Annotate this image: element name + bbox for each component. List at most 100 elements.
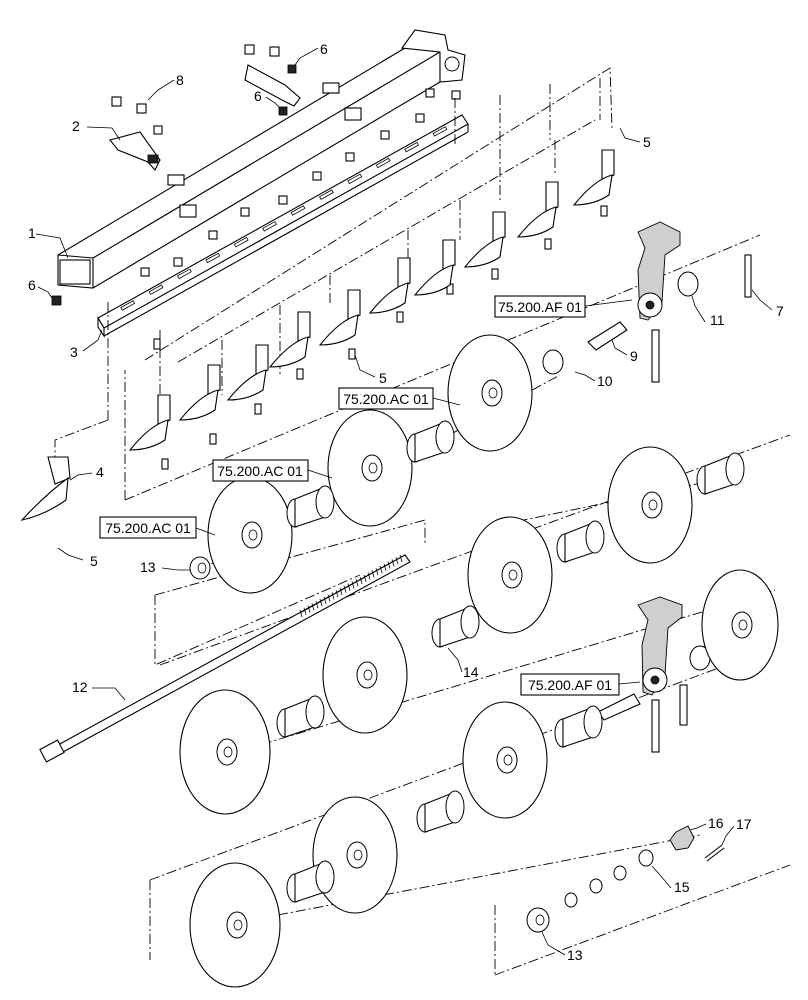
thread-mark bbox=[359, 576, 363, 585]
hex-nut bbox=[415, 113, 425, 123]
thread-mark bbox=[371, 570, 375, 578]
callout-13b: 13 bbox=[567, 947, 583, 963]
spool bbox=[416, 790, 465, 833]
scraper bbox=[572, 149, 615, 206]
bar-slot bbox=[177, 268, 192, 280]
ref-box-af-bottom[interactable]: 75.200.AF 01 bbox=[520, 673, 620, 696]
thread-mark bbox=[307, 605, 311, 613]
ref-ac-2-label: 75.200.AC 01 bbox=[217, 463, 303, 479]
thread-mark bbox=[303, 607, 307, 615]
bar-slot bbox=[375, 157, 391, 169]
scraper bbox=[226, 344, 269, 401]
hex-nut bbox=[451, 90, 461, 100]
disc-blade bbox=[312, 796, 398, 914]
thread-mark bbox=[323, 596, 327, 604]
spool bbox=[431, 605, 480, 648]
scraper-blade-detached bbox=[20, 476, 69, 521]
hex-nut bbox=[240, 207, 250, 217]
callout-16: 16 bbox=[708, 815, 724, 831]
discs bbox=[179, 334, 779, 988]
bearing-hanger-bottom bbox=[597, 596, 711, 753]
bar-slot bbox=[404, 141, 419, 153]
flat-mounting-bar bbox=[97, 114, 469, 338]
end-washer-13-top bbox=[189, 556, 211, 580]
carriage-bolt bbox=[153, 338, 161, 350]
hardware-stack bbox=[526, 825, 725, 933]
nut-left bbox=[51, 295, 62, 306]
ref-af-bottom-label: 75.200.AF 01 bbox=[528, 677, 612, 693]
bar-slot bbox=[347, 173, 363, 185]
bearing-hanger-top bbox=[542, 221, 752, 383]
leader-lines bbox=[35, 47, 773, 956]
thread-mark bbox=[355, 579, 359, 587]
bar-nuts bbox=[140, 88, 608, 470]
carriage-bolt bbox=[348, 348, 356, 360]
scraper bbox=[268, 311, 311, 368]
scraper bbox=[368, 257, 411, 314]
bar-slot bbox=[319, 189, 334, 200]
scraper-detached bbox=[47, 456, 71, 485]
carriage-bolt bbox=[544, 238, 552, 250]
spool bbox=[696, 452, 745, 495]
callout-4: 4 bbox=[96, 464, 104, 480]
thread-mark bbox=[395, 557, 399, 565]
carriage-bolt bbox=[254, 403, 262, 415]
callout-6c: 6 bbox=[254, 88, 262, 104]
spool bbox=[406, 420, 455, 463]
bar-slot bbox=[205, 252, 221, 264]
scraper-assemblies bbox=[20, 149, 615, 521]
frame-tube bbox=[57, 29, 466, 289]
thread-mark bbox=[367, 572, 371, 580]
bar-slot bbox=[120, 300, 136, 311]
spool bbox=[554, 705, 603, 748]
scraper bbox=[128, 394, 171, 451]
thread-mark bbox=[383, 563, 387, 571]
carriage-bolt bbox=[396, 311, 404, 323]
ref-box-ac-2[interactable]: 75.200.AC 01 bbox=[212, 459, 309, 482]
thread-mark bbox=[363, 574, 367, 582]
thread-mark bbox=[351, 581, 355, 589]
thread-mark bbox=[299, 609, 303, 618]
bar-slot bbox=[148, 284, 164, 295]
hex-nut bbox=[173, 257, 183, 267]
ref-box-ac-3[interactable]: 75.200.AC 01 bbox=[99, 516, 197, 539]
scraper bbox=[413, 239, 456, 296]
callout-3: 3 bbox=[70, 344, 78, 360]
scraper bbox=[463, 211, 506, 268]
callout-13a: 13 bbox=[140, 559, 156, 575]
disc-blade bbox=[607, 446, 693, 564]
ref-ac-3-label: 75.200.AC 01 bbox=[105, 520, 191, 536]
ref-box-ac-1[interactable]: 75.200.AC 01 bbox=[338, 387, 434, 410]
scraper bbox=[318, 289, 361, 346]
bar-slot bbox=[290, 205, 306, 216]
disc-blade bbox=[327, 409, 413, 527]
thread-mark bbox=[347, 583, 351, 591]
spool bbox=[286, 485, 335, 528]
scraper bbox=[516, 181, 559, 238]
ref-af-top-label: 75.200.AF 01 bbox=[498, 299, 582, 315]
spool bbox=[556, 520, 605, 563]
thread-mark bbox=[343, 585, 347, 593]
callout-14: 14 bbox=[463, 664, 479, 680]
ref-ac-1-label: 75.200.AC 01 bbox=[343, 391, 429, 407]
u-bolt-clamp-right bbox=[244, 44, 301, 116]
thread-mark bbox=[331, 592, 335, 600]
spool bbox=[276, 695, 325, 738]
callout-10: 10 bbox=[597, 373, 613, 389]
thread-mark bbox=[375, 568, 379, 576]
thread-mark bbox=[387, 561, 391, 569]
callout-17: 17 bbox=[736, 816, 752, 832]
callout-5c: 5 bbox=[379, 370, 387, 386]
ref-box-af-top[interactable]: 75.200.AF 01 bbox=[494, 295, 586, 318]
callout-7: 7 bbox=[776, 303, 784, 319]
disc-blade bbox=[701, 569, 779, 681]
carriage-bolt bbox=[161, 458, 169, 470]
bar-slot bbox=[432, 126, 448, 137]
callout-5a: 5 bbox=[90, 553, 98, 569]
callout-6b: 6 bbox=[320, 41, 328, 57]
thread-mark bbox=[399, 554, 403, 563]
gang-bolt bbox=[39, 554, 411, 763]
callout-9: 9 bbox=[630, 348, 638, 364]
thread-mark bbox=[311, 603, 315, 611]
